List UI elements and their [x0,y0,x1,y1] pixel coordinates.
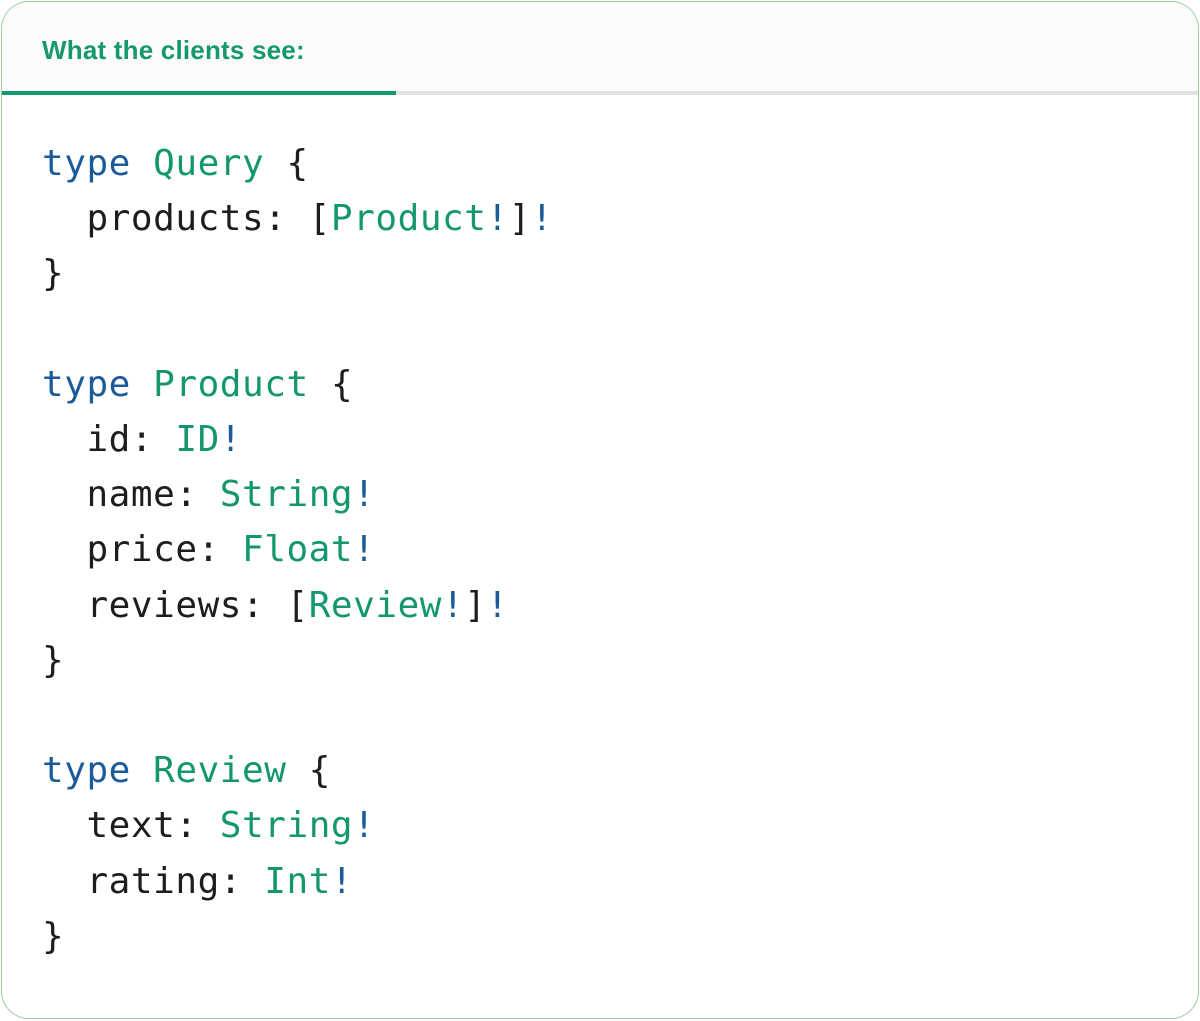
code-token-type: Review [308,584,443,626]
code-token-plain: products: [ [42,198,331,240]
code-token-bang: ! [353,529,376,571]
tab-what-clients-see[interactable]: What the clients see: [42,35,305,65]
code-token-type: Review [153,750,287,792]
code-line: type Review { [42,743,1168,798]
code-token-bang: ! [219,419,243,461]
code-token-plain [131,750,153,791]
code-token-plain: { [264,143,309,184]
code-token-plain: { [308,363,354,405]
code-token-plain: } [42,915,65,957]
code-line: } [42,633,1168,688]
code-token-plain: ] [508,198,531,240]
code-token-bang: ! [353,474,376,516]
code-token-plain [131,143,153,184]
code-token-keyword: type [42,143,131,184]
code-line [42,302,1168,357]
code-token-bang: ! [486,584,509,626]
code-token-type: Float [242,529,354,571]
code-token-plain [131,364,153,405]
code-token-keyword: type [42,363,131,405]
code-token-type: Int [264,860,331,902]
code-line: price: Float! [42,522,1168,577]
code-token-bang: ! [530,198,554,240]
code-token-keyword: type [42,750,131,792]
code-line: type Query { [42,136,1168,191]
code-token-plain: { [286,750,331,792]
code-line: type Product { [42,357,1168,412]
code-line [42,688,1168,743]
tab-bar: What the clients see: [2,2,1198,95]
code-line: } [42,246,1168,301]
code-line: text: String! [42,798,1168,853]
code-line: name: String! [42,467,1168,522]
code-token-type: String [219,474,354,516]
code-token-plain: id: [42,419,176,461]
code-token-type: Product [153,363,309,405]
code-token-bang: ! [353,805,376,847]
code-token-plain: text: [42,805,220,847]
code-line: rating: Int! [42,854,1168,909]
code-token-type: String [219,805,354,847]
code-token-plain: ] [464,584,487,626]
active-tab-underline [2,91,396,95]
code-block: type Query { products: [Product!]!} type… [2,95,1198,964]
code-token-plain: reviews: [ [42,584,309,626]
code-token-bang: ! [330,860,354,902]
code-token-bang: ! [442,584,465,626]
code-token-type: Product [330,198,487,240]
code-line: } [42,909,1168,964]
code-token-plain: rating: [42,860,265,902]
code-token-plain: } [42,253,65,295]
code-line: reviews: [Review!]! [42,578,1168,633]
code-token-type: ID [175,419,220,461]
code-token-bang: ! [486,198,509,240]
code-token-plain: } [42,639,65,681]
code-line: products: [Product!]! [42,191,1168,246]
code-line: id: ID! [42,412,1168,467]
code-token-plain: price: [42,529,243,571]
code-token-type: Query [153,143,265,184]
code-token-plain: name: [42,474,220,516]
